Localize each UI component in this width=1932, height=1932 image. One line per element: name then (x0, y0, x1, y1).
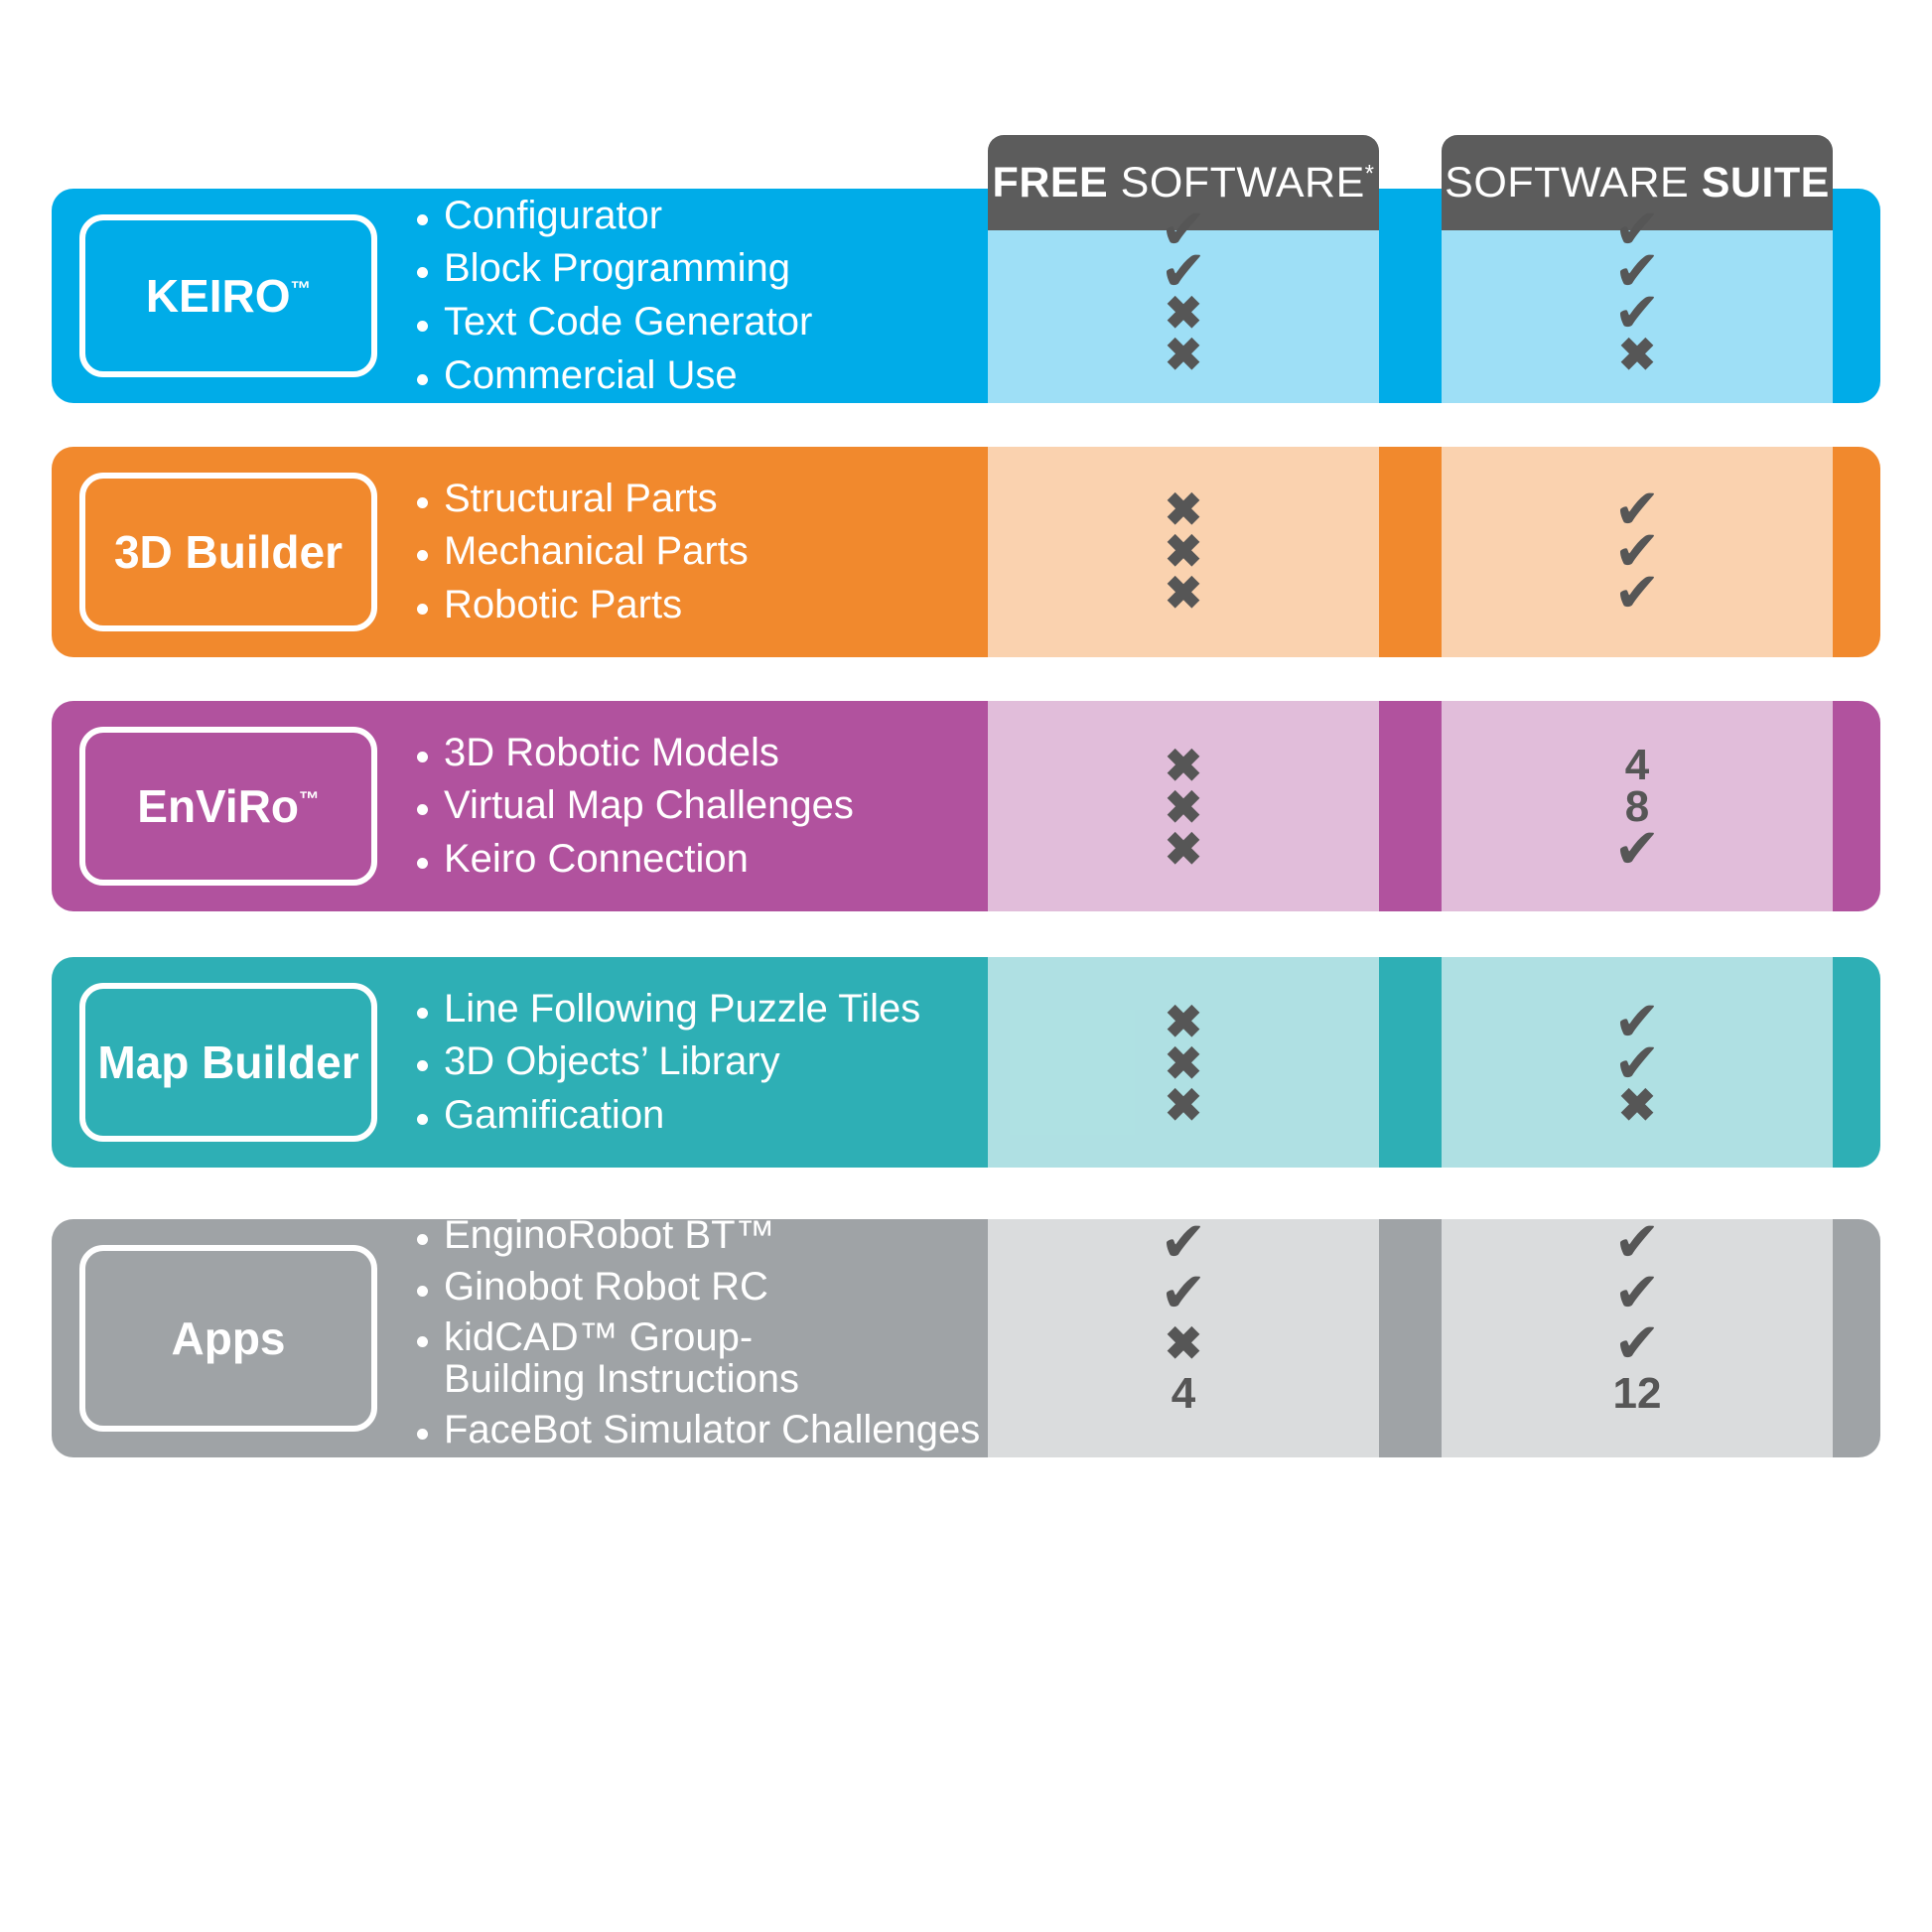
trademark-icon: ™ (299, 787, 320, 811)
trademark-icon: ™ (290, 277, 312, 301)
product-badge-3d-builder-label: 3D Builder (114, 529, 343, 575)
bullet-dot-icon (417, 1336, 428, 1348)
bullet-dot-icon (417, 751, 428, 762)
column-header-software-suite-label: SOFTWARE SUITE (1445, 158, 1830, 207)
bullet-dot-icon (417, 213, 428, 225)
bullet-dot-icon (417, 1234, 428, 1246)
suite-bold-word: SUITE (1701, 158, 1830, 207)
product-row-3d-builder: 3D Builder Structural Parts Mechanical P… (52, 447, 1880, 657)
bullet-dot-icon (417, 1007, 428, 1019)
feature-item: 3D Objects’ Library (417, 1041, 1880, 1083)
product-name-keiro: KEIRO (145, 270, 291, 322)
feature-item: Structural Parts (417, 478, 1880, 520)
suite-rest-word: SOFTWARE (1445, 158, 1702, 207)
feature-item: Virtual Map Challenges (417, 785, 1880, 827)
asterisk-marker: * (1364, 161, 1375, 188)
feature-list-enviro: 3D Robotic Models Virtual Map Challenges… (377, 732, 1880, 881)
column-header-free-software: FREE SOFTWARE* (988, 135, 1379, 230)
product-badge-enviro-label: EnViRo™ (137, 783, 319, 829)
column-header-software-suite: SOFTWARE SUITE (1442, 135, 1833, 230)
product-name-map-builder: Map Builder (97, 1036, 359, 1088)
bullet-dot-icon (417, 804, 428, 816)
bullet-dot-icon (417, 1285, 428, 1297)
feature-item: Gamification (417, 1094, 1880, 1137)
feature-item: 3D Robotic Models (417, 732, 1880, 774)
bullet-dot-icon (417, 550, 428, 562)
feature-list-keiro: Configurator Block Programming Text Code… (377, 195, 1880, 397)
feature-item: Commercial Use (417, 354, 1880, 397)
product-badge-apps-label: Apps (172, 1315, 286, 1361)
feature-item: FaceBot Simulator Challenges (417, 1410, 1880, 1451)
feature-item: Keiro Connection (417, 838, 1880, 881)
product-badge-apps: Apps (79, 1245, 377, 1432)
bullet-dot-icon (417, 373, 428, 385)
feature-item: Text Code Generator (417, 301, 1880, 344)
product-badge-enviro: EnViRo™ (79, 727, 377, 886)
product-badge-map-builder-label: Map Builder (97, 1039, 358, 1085)
free-bold-word: FREE (992, 158, 1109, 207)
product-badge-3d-builder: 3D Builder (79, 473, 377, 631)
feature-list-map-builder: Line Following Puzzle Tiles 3D Objects’ … (377, 988, 1880, 1137)
product-badge-map-builder: Map Builder (79, 983, 377, 1142)
feature-item: Mechanical Parts (417, 531, 1880, 573)
feature-list-apps: EnginoRobot BT™ Ginobot Robot RC kidCAD™… (377, 1214, 1880, 1461)
bullet-dot-icon (417, 267, 428, 279)
feature-item: Block Programming (417, 248, 1880, 290)
bullet-dot-icon (417, 1060, 428, 1072)
product-badge-keiro: KEIRO™ (79, 214, 377, 377)
product-name-3d-builder: 3D Builder (113, 526, 344, 578)
feature-item: Robotic Parts (417, 584, 1880, 626)
bullet-dot-icon (417, 857, 428, 869)
bullet-dot-icon (417, 321, 428, 332)
feature-item: Line Following Puzzle Tiles (417, 988, 1880, 1031)
product-name-apps: Apps (171, 1312, 286, 1364)
free-rest-word: SOFTWARE (1108, 158, 1365, 207)
feature-item: Ginobot Robot RC (417, 1266, 1880, 1309)
bullet-dot-icon (417, 1429, 428, 1441)
bullet-dot-icon (417, 496, 428, 508)
feature-item: kidCAD™ Group-Building Instructions (417, 1316, 884, 1400)
product-row-enviro: EnViRo™ 3D Robotic Models Virtual Map Ch… (52, 701, 1880, 911)
bullet-dot-icon (417, 603, 428, 615)
product-badge-keiro-label: KEIRO™ (146, 273, 311, 319)
bullet-dot-icon (417, 1113, 428, 1125)
feature-item: EnginoRobot BT™ (417, 1214, 1880, 1257)
column-header-free-software-label: FREE SOFTWARE* (992, 158, 1375, 207)
feature-list-3d-builder: Structural Parts Mechanical Parts Roboti… (377, 478, 1880, 626)
product-row-apps: Apps EnginoRobot BT™ Ginobot Robot RC ki… (52, 1214, 1880, 1457)
product-row-map-builder: Map Builder Line Following Puzzle Tiles … (52, 957, 1880, 1168)
product-name-enviro: EnViRo (137, 780, 300, 832)
feature-item: Configurator (417, 195, 1880, 237)
